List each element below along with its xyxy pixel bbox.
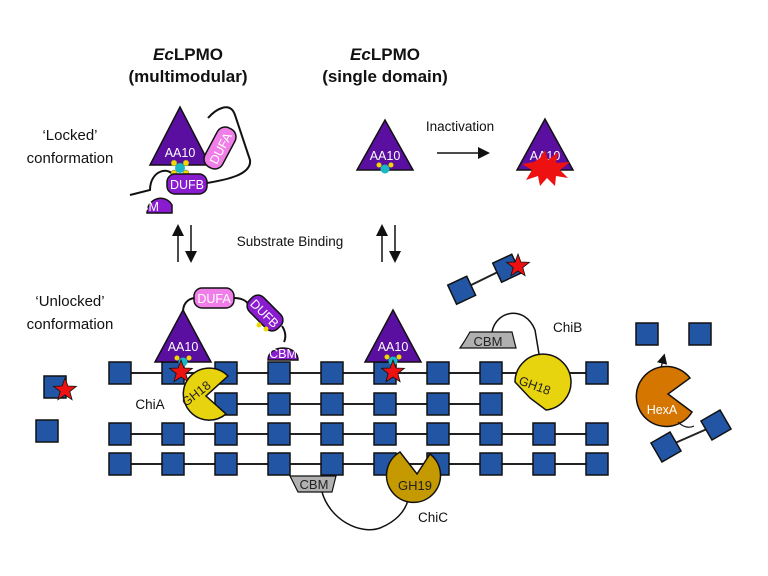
chia-label: ChiA xyxy=(135,397,164,412)
aa10-label: AA10 xyxy=(165,146,196,160)
glcnac-sugar-unit xyxy=(585,422,609,446)
glcnac-sugar-unit xyxy=(426,392,450,416)
chia-gh18-domain: GH18 xyxy=(179,367,230,421)
linker-dufa xyxy=(206,106,252,184)
glcnac-sugar-unit xyxy=(267,392,291,416)
glcnac-sugar-unit xyxy=(479,452,503,476)
cbm-domain-chib xyxy=(458,331,517,349)
linker-chib xyxy=(491,312,541,361)
svg-text:CBM: CBM xyxy=(300,477,329,492)
unlocked-label-line2: conformation xyxy=(27,316,114,333)
svg-text:HexA: HexA xyxy=(647,403,678,417)
inactivated-lpmo: AA10 xyxy=(515,117,575,186)
glcnac-sugar-unit xyxy=(532,452,556,476)
released-monomer xyxy=(635,322,659,346)
hexa-enzyme: HexA xyxy=(635,322,733,464)
substrate-binding-arrows-left xyxy=(172,224,197,263)
dufa-domain-locked: DUFA xyxy=(203,126,237,170)
svg-text:AA10: AA10 xyxy=(370,149,401,163)
glcnac-sugar-unit xyxy=(373,392,397,416)
glcnac-sugar-unit xyxy=(267,452,291,476)
glcnac-sugar-unit xyxy=(479,392,503,416)
glcnac-sugar-unit xyxy=(479,422,503,446)
glcnac-sugar-unit xyxy=(426,422,450,446)
svg-text:DUFA: DUFA xyxy=(197,292,231,306)
svg-text:AA10: AA10 xyxy=(378,340,409,354)
glcnac-sugar-unit xyxy=(373,422,397,446)
svg-text:AA10: AA10 xyxy=(168,340,199,354)
glcnac-sugar-unit xyxy=(320,422,344,446)
chic-enzyme: CBM GH19 ChiC xyxy=(289,451,448,531)
glcnac-sugar-unit xyxy=(267,361,291,385)
dufa-domain-unlocked xyxy=(193,287,235,309)
chic-gh19-domain xyxy=(385,451,442,504)
cbm-domain-locked xyxy=(146,197,173,214)
glcnac-sugar-unit xyxy=(214,422,238,446)
unlocked-multimodular-lpmo: AA10 DUFA DUFB CBM xyxy=(153,287,299,367)
header-multimodular-title: EcLPMO xyxy=(153,45,223,64)
glcnac-sugar-unit xyxy=(479,361,503,385)
glcnac-sugar-unit xyxy=(161,422,185,446)
substrate-binding-label: Substrate Binding xyxy=(237,234,344,249)
svg-text:GH19: GH19 xyxy=(398,478,432,493)
svg-text:CBM: CBM xyxy=(269,347,297,361)
header-multimodular-sub: (multimodular) xyxy=(129,67,248,86)
chib-gh18-domain xyxy=(514,353,572,411)
chib-enzyme: CBM ChiB GH18 xyxy=(458,312,582,411)
glcnac-sugar-unit xyxy=(585,361,609,385)
locked-multimodular-lpmo: CBM AA10 DUFB DUFA xyxy=(129,105,252,214)
glcnac-sugar-unit xyxy=(161,452,185,476)
aa10-triangle-unlocked xyxy=(153,308,213,363)
substrate-binding-arrows-right xyxy=(376,224,401,263)
damage-burst-icon xyxy=(522,150,570,186)
glcnac-sugar-unit xyxy=(426,361,450,385)
locked-label-line1: ‘Locked’ xyxy=(42,127,97,144)
linker-chic xyxy=(321,491,409,531)
inactivation-label: Inactivation xyxy=(426,119,494,134)
released-monomer xyxy=(688,322,712,346)
glcnac-sugar-unit xyxy=(532,422,556,446)
dufb-label: DUFB xyxy=(170,178,204,192)
oxidation-star-icon xyxy=(168,358,194,383)
cbm-domain-chic xyxy=(289,475,337,493)
glcnac-sugar-unit xyxy=(320,452,344,476)
released-oxidized-monomer xyxy=(43,375,78,401)
glcnac-sugar-unit xyxy=(320,361,344,385)
glcnac-sugar-unit xyxy=(108,452,132,476)
cbm-label: CBM xyxy=(131,200,159,214)
chic-label: ChiC xyxy=(418,510,448,525)
cbm-domain-unlocked xyxy=(267,347,299,361)
glcnac-sugar-unit xyxy=(108,422,132,446)
oxidation-star-icon xyxy=(505,252,531,277)
dufb-domain-locked xyxy=(166,173,208,195)
glcnac-sugar-unit xyxy=(214,452,238,476)
glcnac-sugar-unit xyxy=(108,361,132,385)
hexa-domain xyxy=(635,365,693,428)
unlocked-single-domain-lpmo: AA10 xyxy=(363,308,423,366)
header-single-sub: (single domain) xyxy=(322,67,448,86)
released-monomer xyxy=(35,419,59,443)
unlocked-label-line1: ‘Unlocked’ xyxy=(35,293,104,310)
svg-text:CBM: CBM xyxy=(474,334,503,349)
single-domain-lpmo: AA10 xyxy=(355,118,415,174)
glcnac-sugar-unit xyxy=(585,452,609,476)
chib-label: ChiB xyxy=(553,320,582,335)
glcnac-sugar-unit xyxy=(320,392,344,416)
oxidation-star-icon xyxy=(52,376,78,401)
glcnac-sugar-unit xyxy=(267,422,291,446)
released-oxidized-dimer xyxy=(446,252,531,306)
header-single-title: EcLPMO xyxy=(350,45,420,64)
oxidation-star-icon xyxy=(380,358,406,383)
locked-label-line2: conformation xyxy=(27,150,114,167)
copper-site-icon xyxy=(376,162,394,174)
